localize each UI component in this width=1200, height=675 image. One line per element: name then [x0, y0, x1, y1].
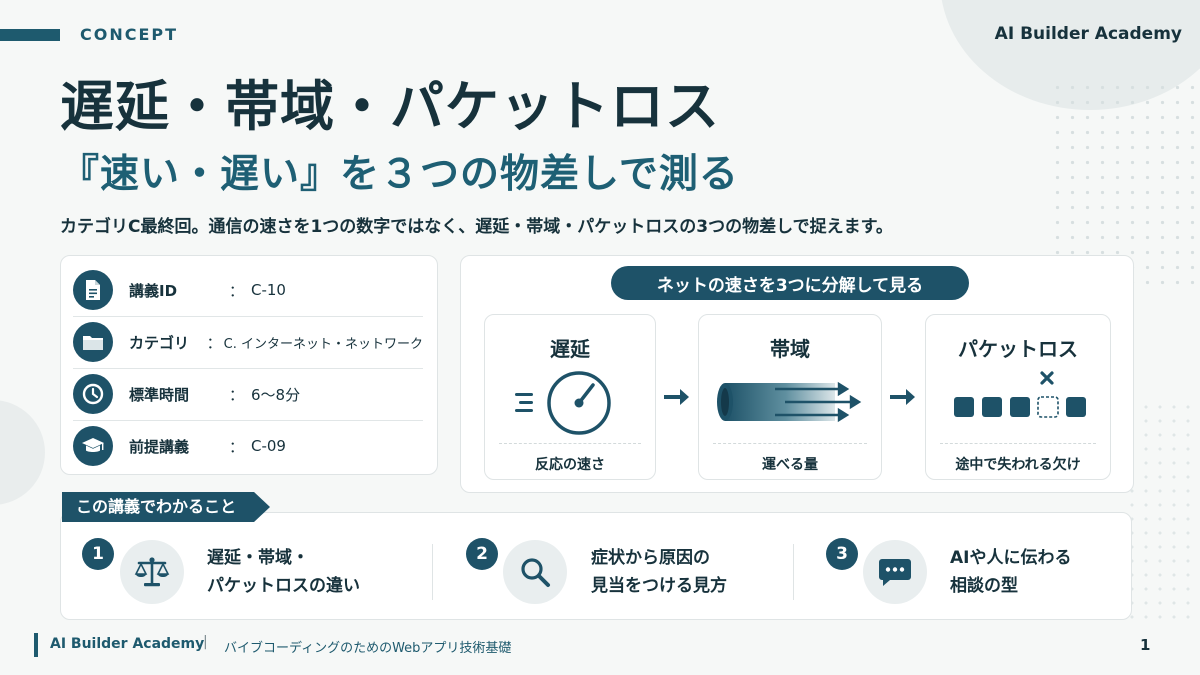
info-value: C-09: [251, 437, 286, 455]
divider: [432, 544, 433, 600]
metric-box-packet-loss: パケットロス 途中で失われる欠け: [925, 314, 1111, 480]
learning-item-line: 遅延・帯域・: [207, 548, 309, 568]
graduation-cap-icon: [73, 426, 113, 466]
section-label: CONCEPT: [80, 25, 179, 44]
footer-brand: AI Builder Academy: [50, 636, 205, 652]
divider: [940, 443, 1096, 444]
document-icon: [73, 270, 113, 310]
page-number: 1: [1140, 636, 1151, 654]
info-label: 標準時間: [129, 385, 190, 404]
chat-icon: [863, 540, 927, 604]
section-accent-bar: [0, 29, 60, 41]
metric-caption: 反応の速さ: [535, 457, 605, 473]
info-label: 講義ID: [129, 281, 178, 300]
number-badge: 2: [466, 538, 498, 570]
info-row-prerequisite: 前提講義 ： C-09: [73, 420, 423, 472]
learning-item-line: 見当をつける見方: [591, 576, 727, 596]
metric-caption: 運べる量: [762, 457, 818, 473]
lecture-info-card: 講義ID ： C-10 カテゴリ ： C. インターネット・ネットワーク 標準時…: [60, 255, 438, 475]
metric-title: 帯域: [770, 337, 810, 361]
pipe-icon: [717, 381, 862, 423]
info-row-duration: 標準時間 ： 6〜8分: [73, 368, 423, 421]
info-value: 6〜8分: [251, 385, 301, 404]
decorative-dots: [1125, 400, 1200, 620]
info-colon: ：: [229, 385, 245, 404]
info-colon: ：: [206, 333, 222, 352]
footer-accent-bar: [34, 633, 38, 657]
decorative-circle: [0, 400, 45, 505]
divider: [793, 544, 794, 600]
metric-box-latency: 遅延 反応の速さ: [484, 314, 656, 480]
scale-icon: [120, 540, 184, 604]
divider: [499, 443, 641, 444]
learning-item-text: AIや人に伝わる 相談の型: [950, 544, 1071, 600]
metric-title: 遅延: [550, 337, 590, 361]
magnifier-icon: [503, 540, 567, 604]
metric-title: パケットロス: [958, 337, 1078, 361]
learning-item-text: 遅延・帯域・ パケットロスの違い: [207, 544, 360, 600]
page-subtitle: 『速い・遅い』を３つの物差しで測る: [60, 152, 739, 197]
footer-divider: |: [203, 634, 208, 650]
page-description: カテゴリC最終回。通信の速さを1つの数字ではなく、遅延・帯域・パケットロスの3つ…: [60, 217, 893, 237]
learning-outcomes-card: [60, 512, 1132, 620]
info-row-lecture-id: 講義ID ： C-10: [73, 264, 423, 317]
info-value: C. インターネット・ネットワーク: [223, 336, 423, 352]
learning-item-line: 症状から原因の: [591, 548, 710, 568]
learning-item-line: AIや人に伝わる: [950, 548, 1072, 568]
footer-subtitle: バイブコーディングのためのWebアプリ技術基礎: [224, 641, 512, 656]
arrow-right-icon: [664, 389, 689, 405]
clock-icon: [73, 374, 113, 414]
learning-outcomes-heading: この講義でわかること: [62, 492, 270, 522]
learning-item-line: 相談の型: [950, 576, 1018, 596]
learning-item-line: パケットロスの違い: [207, 576, 360, 596]
metric-caption: 途中で失われる欠け: [955, 457, 1081, 473]
info-colon: ：: [229, 281, 245, 300]
info-row-category: カテゴリ ： C. インターネット・ネットワーク: [73, 316, 423, 369]
page-title: 遅延・帯域・パケットロス: [60, 75, 720, 138]
info-value: C-10: [251, 281, 286, 299]
metric-box-bandwidth: 帯域 運べる量: [698, 314, 882, 480]
folder-icon: [73, 322, 113, 362]
brand-logo-text: AI Builder Academy: [994, 24, 1182, 44]
speedometer-icon: [515, 371, 611, 435]
arrow-right-icon: [890, 389, 915, 405]
info-label: カテゴリ: [129, 333, 190, 352]
info-label: 前提講義: [129, 437, 190, 456]
divider: [713, 443, 867, 444]
number-badge: 1: [82, 538, 114, 570]
learning-item-text: 症状から原因の 見当をつける見方: [591, 544, 727, 600]
packet-loss-icon: [954, 371, 1086, 418]
info-colon: ：: [229, 437, 245, 456]
number-badge: 3: [826, 538, 858, 570]
decomposition-heading: ネットの速さを3つに分解して見る: [611, 266, 969, 300]
